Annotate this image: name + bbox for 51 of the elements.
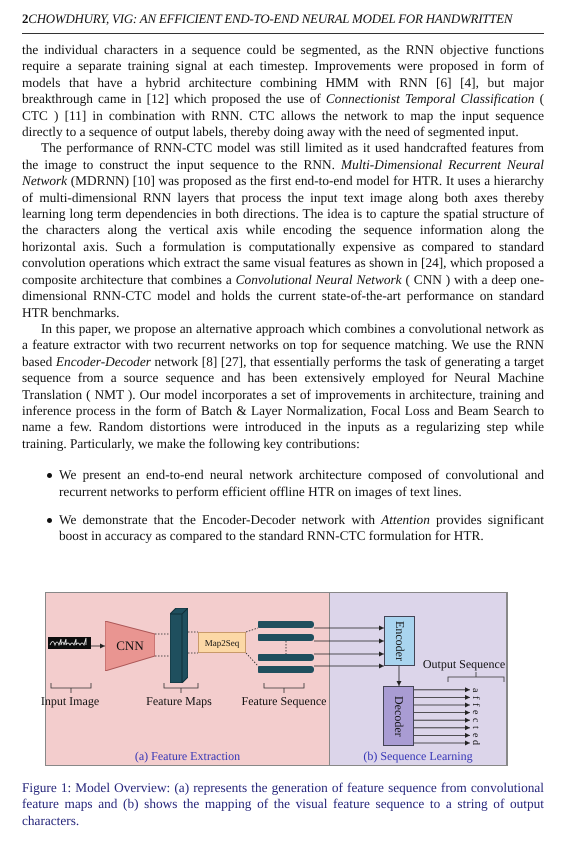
list-item-text: We demonstrate that the Encoder-Decoder network with Attention provides significant boost in accuracy as compared to the standard RNN-CTC formulation for HTR. <box>59 512 544 545</box>
output-character: d <box>470 739 480 747</box>
arrow <box>414 687 470 692</box>
arrow <box>314 626 384 630</box>
node-caption: Feature Maps <box>145 694 213 709</box>
projection-line <box>246 652 258 666</box>
panel <box>330 593 507 765</box>
output-character: a <box>470 686 480 694</box>
paragraph: In this paper, we propose an alternative approach which combines a convolutional network as a feature extractor with two recurrent networks on top for sequence matching. We use the RNN based Encoder-Decoder network [8] [27], that essentially performs the task of generating a target sequence from a source sequence and has been extensively employed for Neural Machine Translation ( NMT ). Our model incorporates a set of improvements in architecture, training and inference process in the form of Batch & Layer Normalization, Focal Loss and Beam Search to name a few. Random distortions were introduced in the inputs as a regularizing step while training. Particularly, we make the following key contributions: <box>22 320 544 452</box>
encoder-box: Encoder <box>384 616 415 666</box>
feature-vector-bar <box>258 654 314 661</box>
projection-line <box>154 634 170 656</box>
figure-label: Input Image <box>40 694 100 709</box>
feature-vector-bar <box>258 666 314 673</box>
arrow <box>314 652 384 656</box>
output-character: t <box>470 724 480 732</box>
figure-label: Feature Sequence <box>240 694 328 709</box>
panel-title: (b) Sequence Learning <box>362 749 474 764</box>
running-header: CHOWDHURY, VIG: AN EFFICIENT END-TO-END NEURAL MODEL FOR HANDWRITTEN <box>28 12 512 26</box>
map2seq-box: Map2Seq <box>198 632 246 653</box>
feature-map-block <box>170 608 188 683</box>
output-character: f <box>470 694 480 702</box>
figure-label: Output Sequence <box>422 657 506 672</box>
cnn-trapezoid: CNN <box>105 621 155 671</box>
arrow <box>414 694 470 700</box>
arrow <box>314 664 384 668</box>
feature-vector-bar <box>258 621 314 628</box>
figure-caption: Figure 1: Model Overview: (a) represents the generation of feature sequence from convolutional feature maps and (b) shows the mapping of the visual feature sequence to a string of output characters. <box>22 780 544 830</box>
output-character: c <box>470 716 480 724</box>
feature-vector-bar <box>258 634 314 641</box>
arrow <box>414 732 470 738</box>
arrow <box>414 725 470 730</box>
paragraph: The performance of RNN-CTC model was still limited as it used handcrafted features from the image to construct the input sequence to the RNN. Multi-Dimensional Recurrent Neural Network (MDRNN) [10] was proposed as the first end-to-end model for HTR. It uses a hierarchy of multi-dimensional RNN layers that process the input text image along both axes thereby learning long term dependencies in both directions. The idea is to capture the spatial structure of the characters along the vertical axis while encoding the sequence information along the horizontal axis. Such a formulation is computationally expensive as compared to standard convolution operations which extract the same visual features as shown in [24], which proposed a composite architecture that combines a Convolutional Neural Network ( CNN ) with a deep one-dimensional RNN-CTC model and holds the current state-of-the-art performance on standard HTR benchmarks. <box>22 140 544 321</box>
panel-title: (a) Feature Extraction <box>134 749 242 764</box>
output-character: e <box>470 708 480 716</box>
handwritten-word-image <box>48 637 91 649</box>
arrow <box>396 666 402 686</box>
list-item-text: We present an end-to-end neural network architecture composed of convolutional and recurrent networks to perform efficient offline HTR on images of text lines. <box>59 467 544 500</box>
arrow <box>414 718 470 723</box>
projection-line <box>246 628 258 632</box>
decoder-box: Decoder <box>383 686 414 746</box>
page-number: 2 <box>22 12 28 26</box>
output-character: e <box>470 732 480 740</box>
arrow <box>414 710 470 716</box>
paragraph: the individual characters in a sequence could be segmented, as the RNN objective functions require a separate training signal at each timestep. Improvements were proposed in form of models that have a hybrid architecture combining HMM with RNN [6] [4], but major breakthrough came in [12] which proposed the use of Connectionist Temporal Classification ( CTC ) [11] in combination with RNN. CTC allows the network to map the input sequence directly to a sequence of output labels, thereby doing away with the need of segmented input. <box>22 42 544 140</box>
arrow <box>414 740 470 746</box>
projection-line <box>188 632 198 654</box>
arrow <box>414 702 470 708</box>
arrow <box>314 638 384 644</box>
arrow <box>90 644 106 648</box>
output-character: f <box>470 701 480 709</box>
